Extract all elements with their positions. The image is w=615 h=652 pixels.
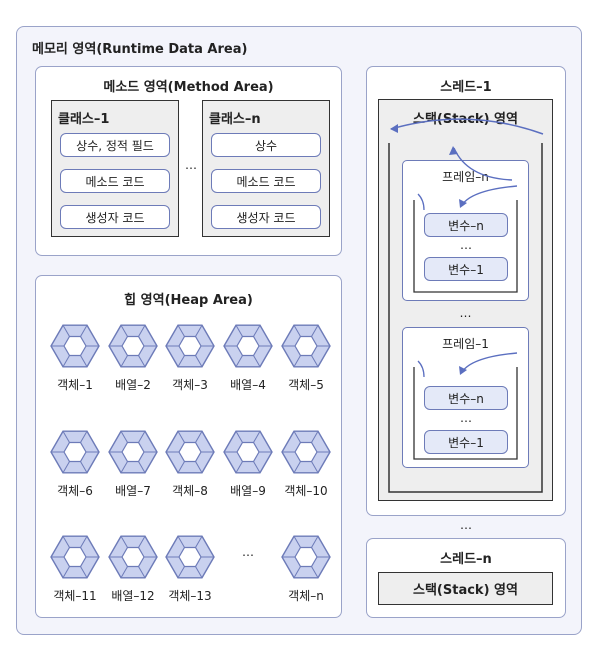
thread-1-title: 스레드–1 bbox=[440, 80, 492, 95]
frame-ellipsis: … bbox=[459, 306, 472, 320]
heap-object-icon bbox=[50, 535, 100, 579]
class-1-title: 클래스–1 bbox=[58, 112, 110, 127]
frame-1-title: 프레임–1 bbox=[442, 337, 489, 351]
heap-object-icon bbox=[165, 535, 215, 579]
class-1-item: 생성자 코드 bbox=[60, 205, 170, 229]
class-1-item: 메소드 코드 bbox=[60, 169, 170, 193]
heap-object-label: 객체–11 bbox=[53, 589, 97, 603]
heap-object-label: 배열–12 bbox=[111, 589, 155, 603]
heap-object-label: 배열–9 bbox=[230, 484, 266, 498]
heap-object-icon bbox=[223, 324, 273, 368]
thread-n-stack-title: 스택(Stack) 영역 bbox=[413, 583, 518, 598]
memory-area-title: 메모리 영역(Runtime Data Area) bbox=[32, 42, 248, 57]
frame-n-title: 프레임–n bbox=[442, 170, 489, 184]
class-n-item: 생성자 코드 bbox=[211, 205, 321, 229]
heap-object-icon bbox=[50, 324, 100, 368]
stack-container-lines bbox=[388, 118, 544, 493]
heap-object-icon bbox=[50, 430, 100, 474]
class-1-item: 상수, 정적 필드 bbox=[60, 133, 170, 157]
thread-n-stack: 스택(Stack) 영역 bbox=[378, 572, 553, 605]
heap-ellipsis: … bbox=[242, 545, 254, 559]
frame-n-var: 변수–1 bbox=[424, 257, 508, 281]
heap-area-title: 힙 영역(Heap Area) bbox=[124, 293, 253, 308]
frame-n-var: 변수–n bbox=[424, 213, 508, 237]
frame-1-var-ellipsis: … bbox=[460, 411, 472, 425]
class-n-item: 상수 bbox=[211, 133, 321, 157]
heap-object-label: 객체–13 bbox=[168, 589, 212, 603]
heap-object-icon bbox=[165, 430, 215, 474]
heap-object-icon bbox=[281, 535, 331, 579]
frame-1-lines bbox=[413, 352, 518, 460]
heap-object-icon bbox=[281, 324, 331, 368]
heap-object-icon bbox=[108, 430, 158, 474]
heap-object-label: 객체–5 bbox=[288, 378, 324, 392]
heap-object-label: 객체–3 bbox=[172, 378, 208, 392]
heap-object-label: 객체–8 bbox=[172, 484, 208, 498]
class-ellipsis: … bbox=[185, 158, 197, 172]
class-n-item: 메소드 코드 bbox=[211, 169, 321, 193]
heap-object-label: 객체–10 bbox=[284, 484, 328, 498]
heap-object-label: 배열–7 bbox=[115, 484, 151, 498]
heap-object-icon bbox=[108, 535, 158, 579]
heap-object-icon bbox=[165, 324, 215, 368]
heap-object-label: 객체–1 bbox=[57, 378, 93, 392]
frame-n-var-ellipsis: … bbox=[460, 238, 472, 252]
heap-object-icon bbox=[223, 430, 273, 474]
heap-object-label: 객체–n bbox=[288, 589, 324, 603]
heap-object-icon bbox=[281, 430, 331, 474]
heap-object-label: 객체–6 bbox=[57, 484, 93, 498]
thread-n-title: 스레드–n bbox=[440, 552, 492, 567]
method-area-title: 메소드 영역(Method Area) bbox=[103, 80, 274, 95]
frame-n-lines bbox=[413, 146, 518, 293]
frame-1-var: 변수–n bbox=[424, 386, 508, 410]
class-n-title: 클래스–n bbox=[209, 112, 261, 127]
frame-1-var: 변수–1 bbox=[424, 430, 508, 454]
heap-object-label: 배열–4 bbox=[230, 378, 266, 392]
heap-object-label: 배열–2 bbox=[115, 378, 151, 392]
heap-object-icon bbox=[108, 324, 158, 368]
thread-ellipsis: … bbox=[460, 518, 472, 532]
